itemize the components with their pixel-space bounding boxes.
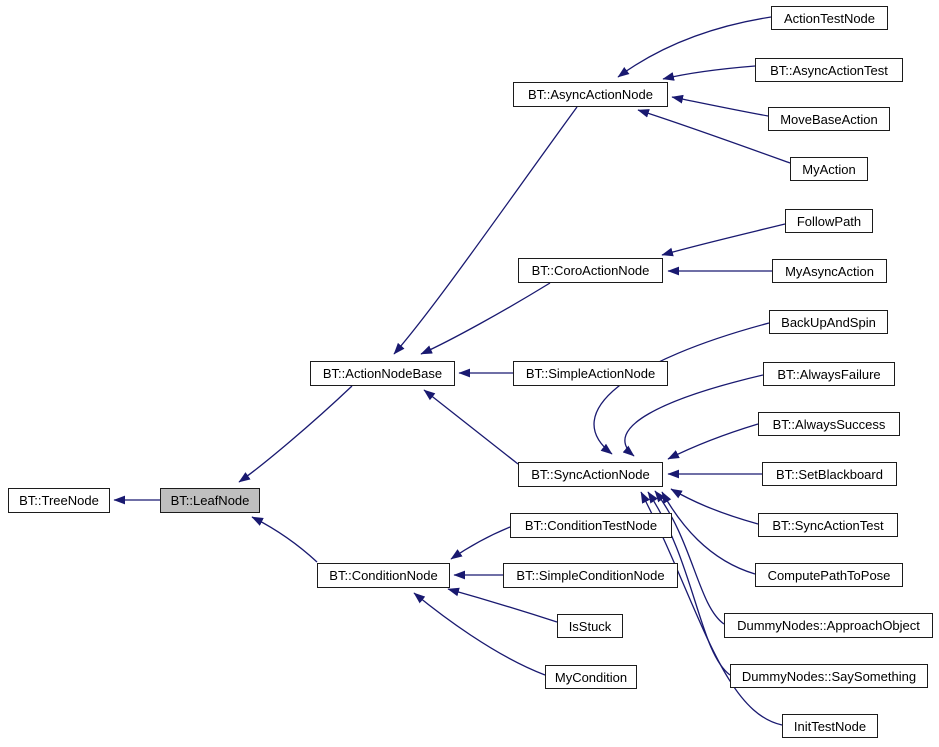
node-bt-syncactionnode[interactable]: BT::SyncActionNode xyxy=(518,462,663,487)
edge-conditiontestnode-conditionnode xyxy=(450,526,511,560)
edge-asyncactiontest-asyncactionnode xyxy=(662,65,756,81)
edge-alwaysfailure-syncactionnode xyxy=(622,374,764,457)
node-followpath[interactable]: FollowPath xyxy=(785,209,873,233)
node-bt-asyncactionnode[interactable]: BT::AsyncActionNode xyxy=(513,82,668,107)
edge-coroactionnode-actionnodebase xyxy=(420,282,551,355)
edge-isstuck-conditionnode xyxy=(447,587,558,623)
edge-computepathtopose-syncactionnode xyxy=(661,491,756,575)
node-bt-conditionnode[interactable]: BT::ConditionNode xyxy=(317,563,450,588)
edge-alwayssuccess-syncactionnode xyxy=(667,423,759,460)
edge-backupandspin-syncactionnode xyxy=(593,322,770,455)
node-bt-coroactionnode[interactable]: BT::CoroActionNode xyxy=(518,258,663,283)
node-bt-alwaysfailure[interactable]: BT::AlwaysFailure xyxy=(763,362,895,386)
node-bt-leafnode: BT::LeafNode xyxy=(160,488,260,513)
node-bt-treenode[interactable]: BT::TreeNode xyxy=(8,488,110,513)
edge-syncactionnode-actionnodebase xyxy=(423,389,519,465)
node-bt-actionnodebase[interactable]: BT::ActionNodeBase xyxy=(310,361,455,386)
node-bt-alwayssuccess[interactable]: BT::AlwaysSuccess xyxy=(758,412,900,436)
node-computepathtopose[interactable]: ComputePathToPose xyxy=(755,563,903,587)
node-bt-simpleactionnode[interactable]: BT::SimpleActionNode xyxy=(513,361,668,386)
edge-followpath-coroactionnode xyxy=(661,223,786,257)
edge-asyncactionnode-actionnodebase xyxy=(393,106,578,355)
node-bt-simpleconditionnode[interactable]: BT::SimpleConditionNode xyxy=(503,563,678,588)
node-dummynodes-saysomething[interactable]: DummyNodes::SaySomething xyxy=(730,664,928,688)
node-actiontestnode[interactable]: ActionTestNode xyxy=(771,6,888,30)
edge-myaction-asyncactionnode xyxy=(637,109,791,164)
edge-syncactiontest-syncactionnode xyxy=(670,488,759,525)
node-bt-asyncactiontest[interactable]: BT::AsyncActionTest xyxy=(755,58,903,82)
edge-conditionnode-leafnode xyxy=(251,516,318,563)
node-dummynodes-approachobject[interactable]: DummyNodes::ApproachObject xyxy=(724,613,933,638)
edge-mycondition-conditionnode xyxy=(413,592,546,676)
node-bt-syncactiontest[interactable]: BT::SyncActionTest xyxy=(758,513,898,537)
edge-actiontestnode-asyncactionnode xyxy=(617,16,772,78)
node-bt-setblackboard[interactable]: BT::SetBlackboard xyxy=(762,462,897,486)
node-myasyncaction[interactable]: MyAsyncAction xyxy=(772,259,887,283)
node-isstuck[interactable]: IsStuck xyxy=(557,614,623,638)
node-bt-conditiontestnode[interactable]: BT::ConditionTestNode xyxy=(510,513,672,538)
node-myaction[interactable]: MyAction xyxy=(790,157,868,181)
node-backupandspin[interactable]: BackUpAndSpin xyxy=(769,310,888,334)
edge-movebaseaction-asyncactionnode xyxy=(671,94,769,117)
node-inittestnode[interactable]: InitTestNode xyxy=(782,714,878,738)
node-movebaseaction[interactable]: MoveBaseAction xyxy=(768,107,890,131)
edge-approachobject-syncactionnode xyxy=(654,490,725,625)
node-mycondition[interactable]: MyCondition xyxy=(545,665,637,689)
edge-actionnodebase-leafnode xyxy=(238,385,353,483)
